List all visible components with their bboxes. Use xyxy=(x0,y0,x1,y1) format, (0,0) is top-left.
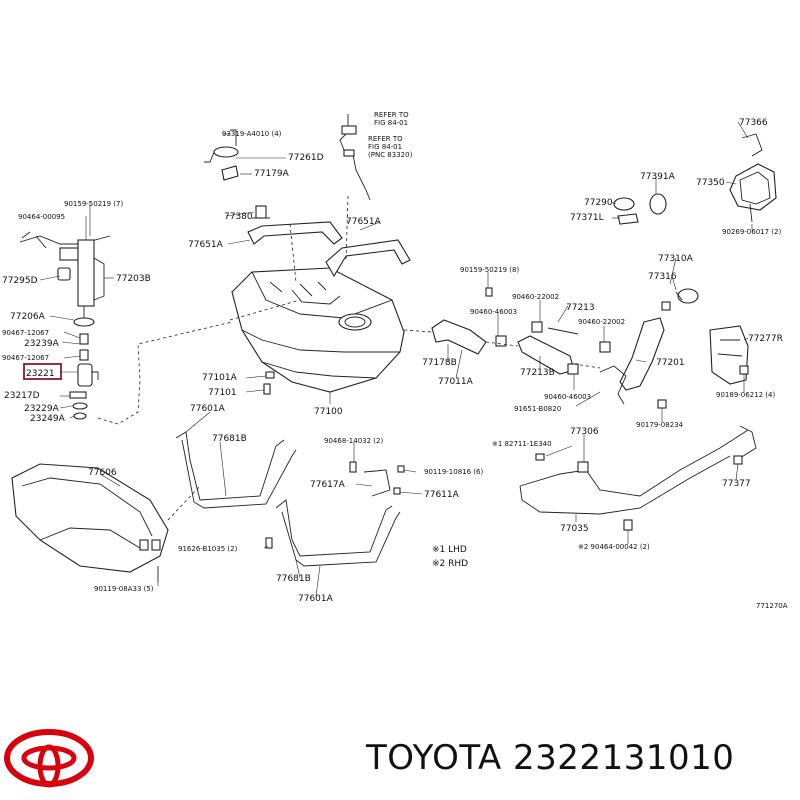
part-label-51: 77611A xyxy=(424,490,460,500)
part-label-46: ※1 82711-1E340 xyxy=(492,440,552,448)
part-label-43: 77601A xyxy=(190,404,226,414)
part-label-22: 77391A xyxy=(640,172,676,182)
brand-part-number: TOYOTA 2322131010 xyxy=(366,738,735,778)
part-label-10: 77206A xyxy=(10,312,46,322)
part-label-14: 23221 xyxy=(26,369,55,379)
part-label-35: 77201 xyxy=(656,358,685,368)
highlight-box-23221 xyxy=(23,363,62,380)
refer-notes: REFER TO FIG 84-01 REFER TO FIG 84-01 (P… xyxy=(368,111,413,159)
part-label-24: 77310A xyxy=(658,254,694,264)
part-label-45: 90468-14032 (2) xyxy=(324,437,383,445)
part-label-58: 90119-08A33 (5) xyxy=(94,585,154,593)
fuel-opener-cable xyxy=(519,425,757,531)
strap-bolts xyxy=(265,461,405,549)
part-label-23: 77371L xyxy=(570,213,604,223)
refer-note-1-line2: FIG 84-01 xyxy=(374,119,408,127)
sender-gauge-upper xyxy=(204,114,371,219)
figure-code: 771270A xyxy=(756,602,788,610)
refer-note-2-line3: (PNC 83320) xyxy=(368,151,413,159)
part-label-6: 90159-50219 (7) xyxy=(64,200,123,208)
part-label-20: 77651A xyxy=(188,240,224,250)
part-label-49: 90119-10816 (6) xyxy=(424,468,483,476)
part-label-53: 77035 xyxy=(560,524,589,534)
tank-band-lower xyxy=(275,499,401,567)
callout-labels: 77366 77350 90269-06017 (2) 93319-A4010 (4)… xyxy=(2,118,783,604)
fuel-pump-assembly xyxy=(19,231,111,420)
refer-note-2-line1: REFER TO xyxy=(368,135,403,143)
part-label-37: 91651-B0820 xyxy=(514,405,561,413)
part-label-38: 90179-08234 xyxy=(636,421,684,429)
part-label-30: 90460-22002 xyxy=(578,318,625,326)
region-notes: ※1 LHD ※2 RHD xyxy=(432,545,468,569)
part-label-33: 77213B xyxy=(520,368,555,378)
refer-note-1-line1: REFER TO xyxy=(374,111,409,119)
part-label-13: 90467-12067 xyxy=(2,354,49,362)
part-label-50: 77617A xyxy=(310,480,346,490)
part-label-7: 90464-00095 xyxy=(18,213,65,221)
part-label-34: 90460-46003 xyxy=(544,393,591,401)
part-label-11: 90467-12067 xyxy=(2,329,49,337)
part-label-47: 77306 xyxy=(570,427,599,437)
part-label-26: 90159-50219 (8) xyxy=(460,266,519,274)
tank-strap-front xyxy=(247,221,343,245)
part-label-31: 77178B xyxy=(422,358,457,368)
part-label-39: 90189-06212 (4) xyxy=(716,391,775,399)
refer-note-2-line2: FIG 84-01 xyxy=(368,143,402,151)
part-label-15: 23217D xyxy=(4,391,40,401)
part-label-32: 77011A xyxy=(438,377,474,387)
part-label-3: 93319-A4010 (4) xyxy=(222,130,282,138)
part-label-55: ※2 90464-00042 (2) xyxy=(578,543,650,551)
tank-protector xyxy=(11,463,169,582)
part-label-17: 23249A xyxy=(30,414,66,424)
part-label-9: 77295D xyxy=(2,276,38,286)
part-label-36: 77277R xyxy=(748,334,783,344)
toyota-logo-icon xyxy=(4,729,94,788)
part-label-44: 77681B xyxy=(212,434,247,444)
part-label-2: 90269-06017 (2) xyxy=(722,228,781,236)
fuel-filler-door xyxy=(613,133,777,225)
part-label-29: 77213 xyxy=(566,303,595,313)
part-label-41: 77101 xyxy=(208,388,237,398)
tank-strap-rear xyxy=(325,239,411,278)
fuel-tank xyxy=(231,267,405,393)
part-label-27: 90460-22002 xyxy=(512,293,559,301)
note-lhd: ※1 LHD xyxy=(432,545,467,555)
part-label-0: 77366 xyxy=(739,118,768,128)
part-label-40: 77101A xyxy=(202,373,238,383)
part-label-4: 77261D xyxy=(288,153,324,163)
part-label-1: 77350 xyxy=(696,178,725,188)
part-label-19: 77651A xyxy=(346,217,382,227)
part-label-5: 77179A xyxy=(254,169,290,179)
part-label-54: 91626-B1035 (2) xyxy=(178,545,238,553)
part-label-25: 77316 xyxy=(648,272,677,282)
note-rhd: ※2 RHD xyxy=(432,559,468,569)
part-label-21: 77290 xyxy=(584,198,613,208)
part-label-56: 77681B xyxy=(276,574,311,584)
part-label-48: 77606 xyxy=(88,468,117,478)
part-label-16: 23229A xyxy=(24,404,60,414)
filler-neck-assembly xyxy=(431,288,749,405)
part-label-28: 90460-46003 xyxy=(470,308,517,316)
part-label-57: 77601A xyxy=(298,594,334,604)
part-label-18: 77380 xyxy=(224,212,253,222)
dashed-lines xyxy=(97,195,601,521)
part-label-42: 77100 xyxy=(314,407,343,417)
part-label-52: 77377 xyxy=(722,479,751,489)
leader-lines xyxy=(39,121,753,597)
part-label-12: 23239A xyxy=(24,339,60,349)
part-label-8: 77203B xyxy=(116,274,151,284)
